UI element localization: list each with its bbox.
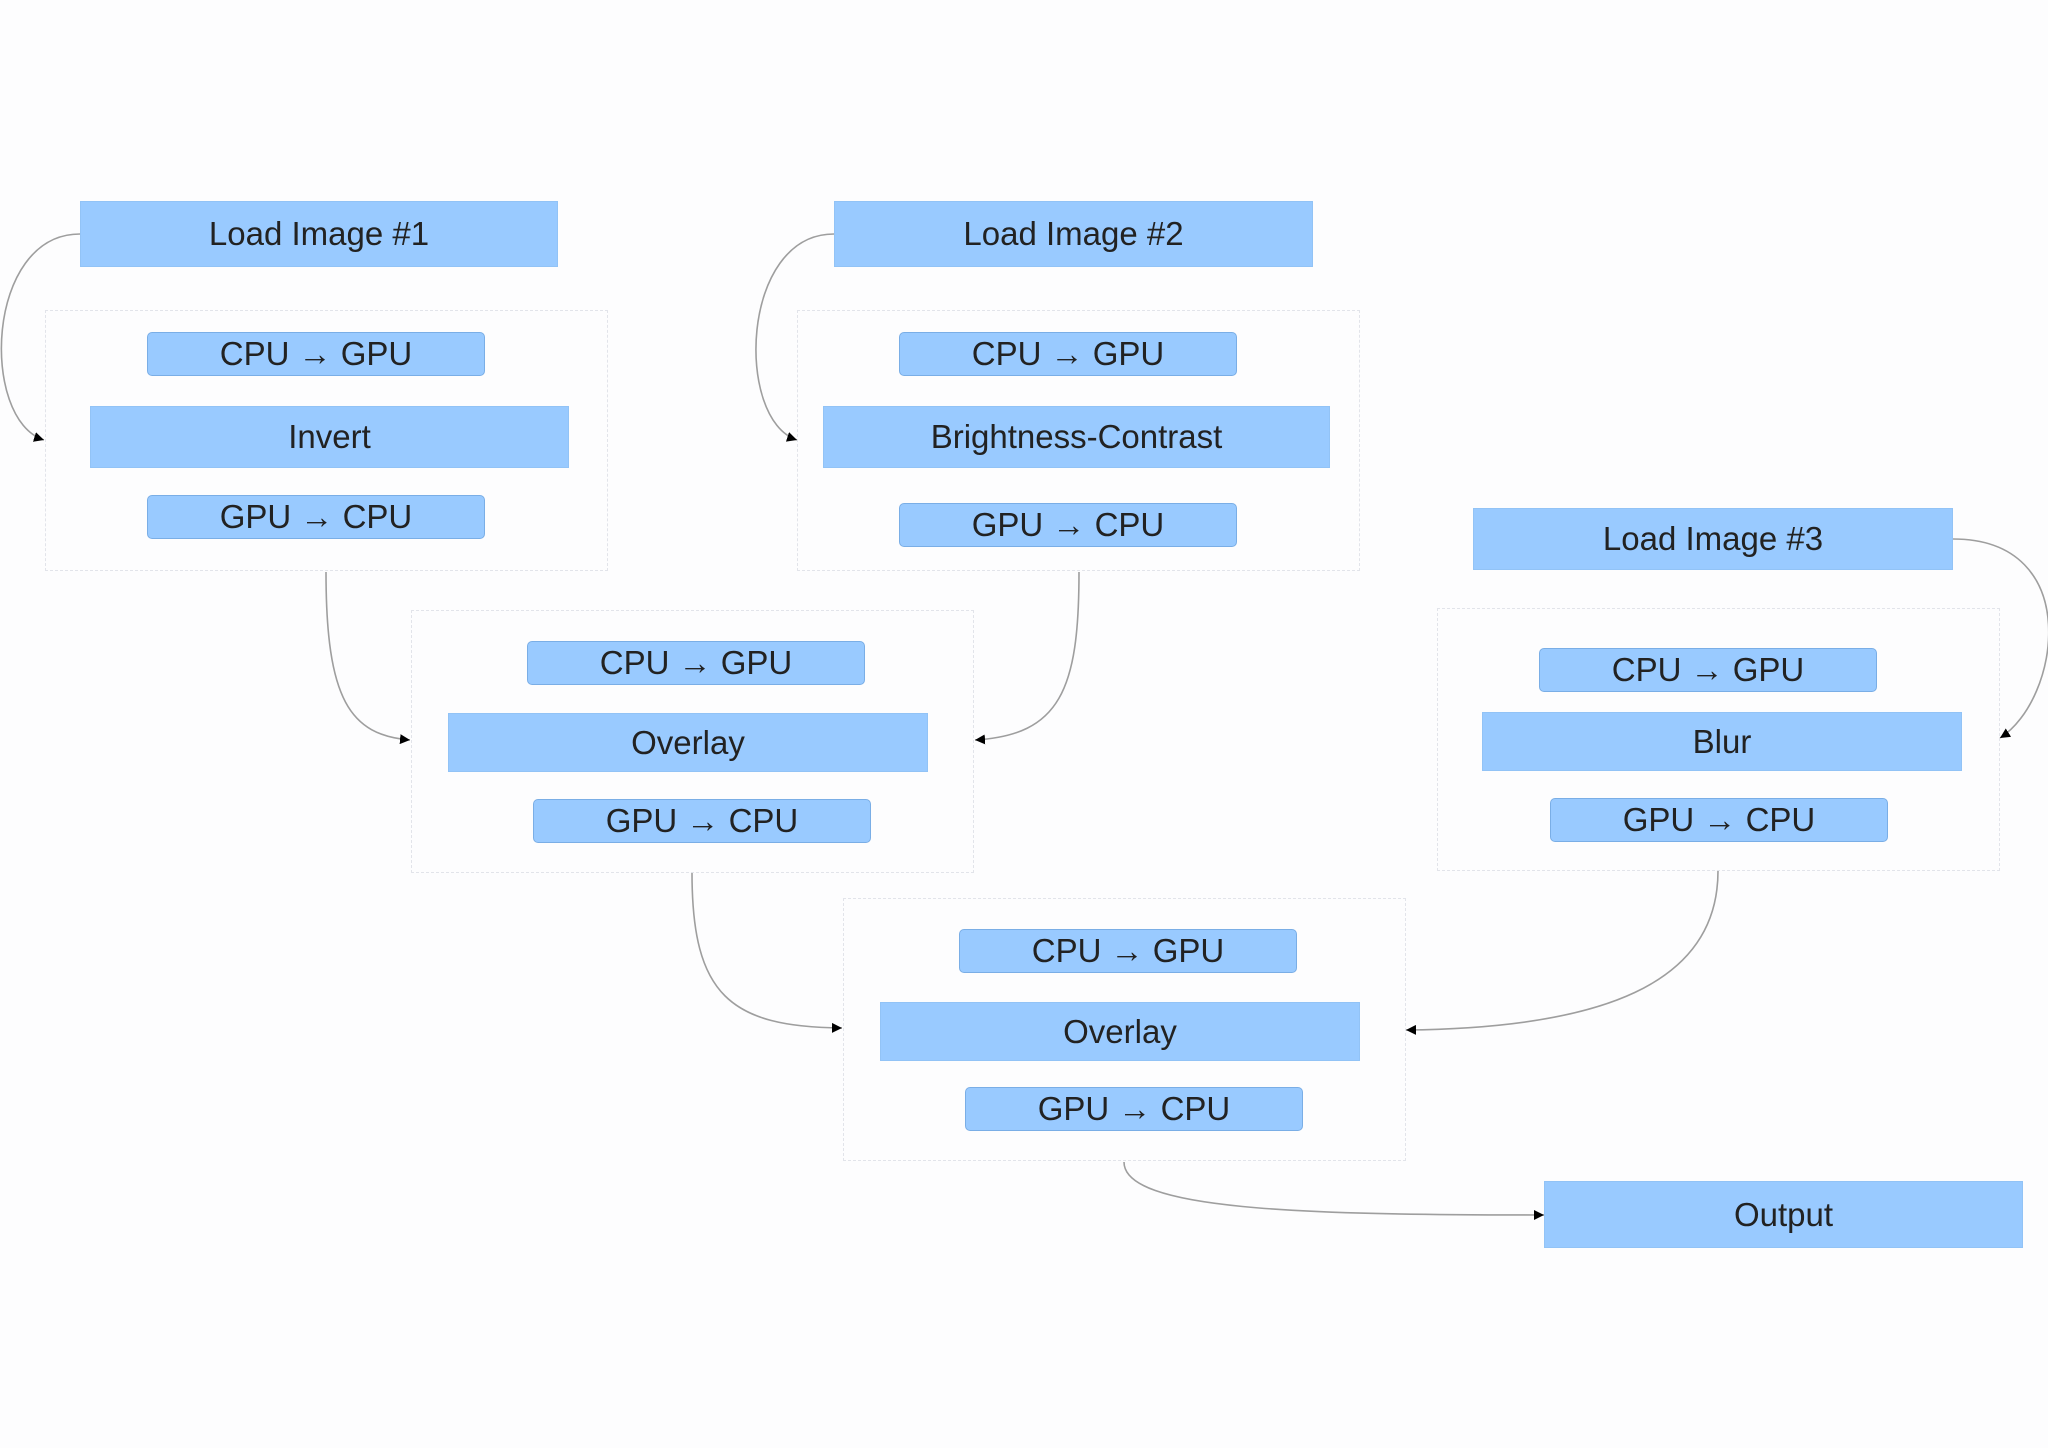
overlay-2-download-node: GPU → CPU bbox=[965, 1087, 1303, 1131]
invert-upload-node: CPU → GPU bbox=[147, 332, 485, 376]
invert-download-node: GPU → CPU bbox=[147, 495, 485, 539]
overlay-1-node: Overlay bbox=[448, 713, 928, 772]
overlay-group-1 bbox=[411, 610, 974, 873]
brightness-contrast-download-node: GPU → CPU bbox=[899, 503, 1237, 547]
load-image-1-node: Load Image #1 bbox=[80, 201, 558, 267]
edge-load3-to-blur-group bbox=[1952, 538, 2048, 739]
edge-blur-group-to-overlay-2 bbox=[1405, 870, 1719, 1035]
blur-node: Blur bbox=[1482, 712, 1962, 771]
edge-overlay-1-to-overlay-2 bbox=[691, 872, 843, 1033]
edge-load2-to-brightness-group bbox=[755, 233, 835, 442]
invert-node: Invert bbox=[90, 406, 569, 468]
load-image-3-node: Load Image #3 bbox=[1473, 508, 1953, 570]
blur-upload-node: CPU → GPU bbox=[1539, 648, 1877, 692]
edge-brightness-group-to-overlay-1 bbox=[974, 571, 1080, 745]
edge-overlay-2-to-output bbox=[1123, 1161, 1545, 1220]
load-image-2-node: Load Image #2 bbox=[834, 201, 1313, 267]
output-node: Output bbox=[1544, 1181, 2023, 1248]
brightness-contrast-node: Brightness-Contrast bbox=[823, 406, 1330, 468]
brightness-contrast-upload-node: CPU → GPU bbox=[899, 332, 1237, 376]
invert-group bbox=[45, 310, 608, 571]
overlay-group-2 bbox=[843, 898, 1406, 1161]
edge-invert-group-to-overlay-1 bbox=[325, 571, 411, 745]
edge-load1-to-invert-group bbox=[0, 233, 81, 442]
overlay-1-download-node: GPU → CPU bbox=[533, 799, 871, 843]
overlay-2-node: Overlay bbox=[880, 1002, 1360, 1061]
blur-group bbox=[1437, 608, 2000, 871]
blur-download-node: GPU → CPU bbox=[1550, 798, 1888, 842]
overlay-2-upload-node: CPU → GPU bbox=[959, 929, 1297, 973]
overlay-1-upload-node: CPU → GPU bbox=[527, 641, 865, 685]
brightness-contrast-group bbox=[797, 310, 1360, 571]
